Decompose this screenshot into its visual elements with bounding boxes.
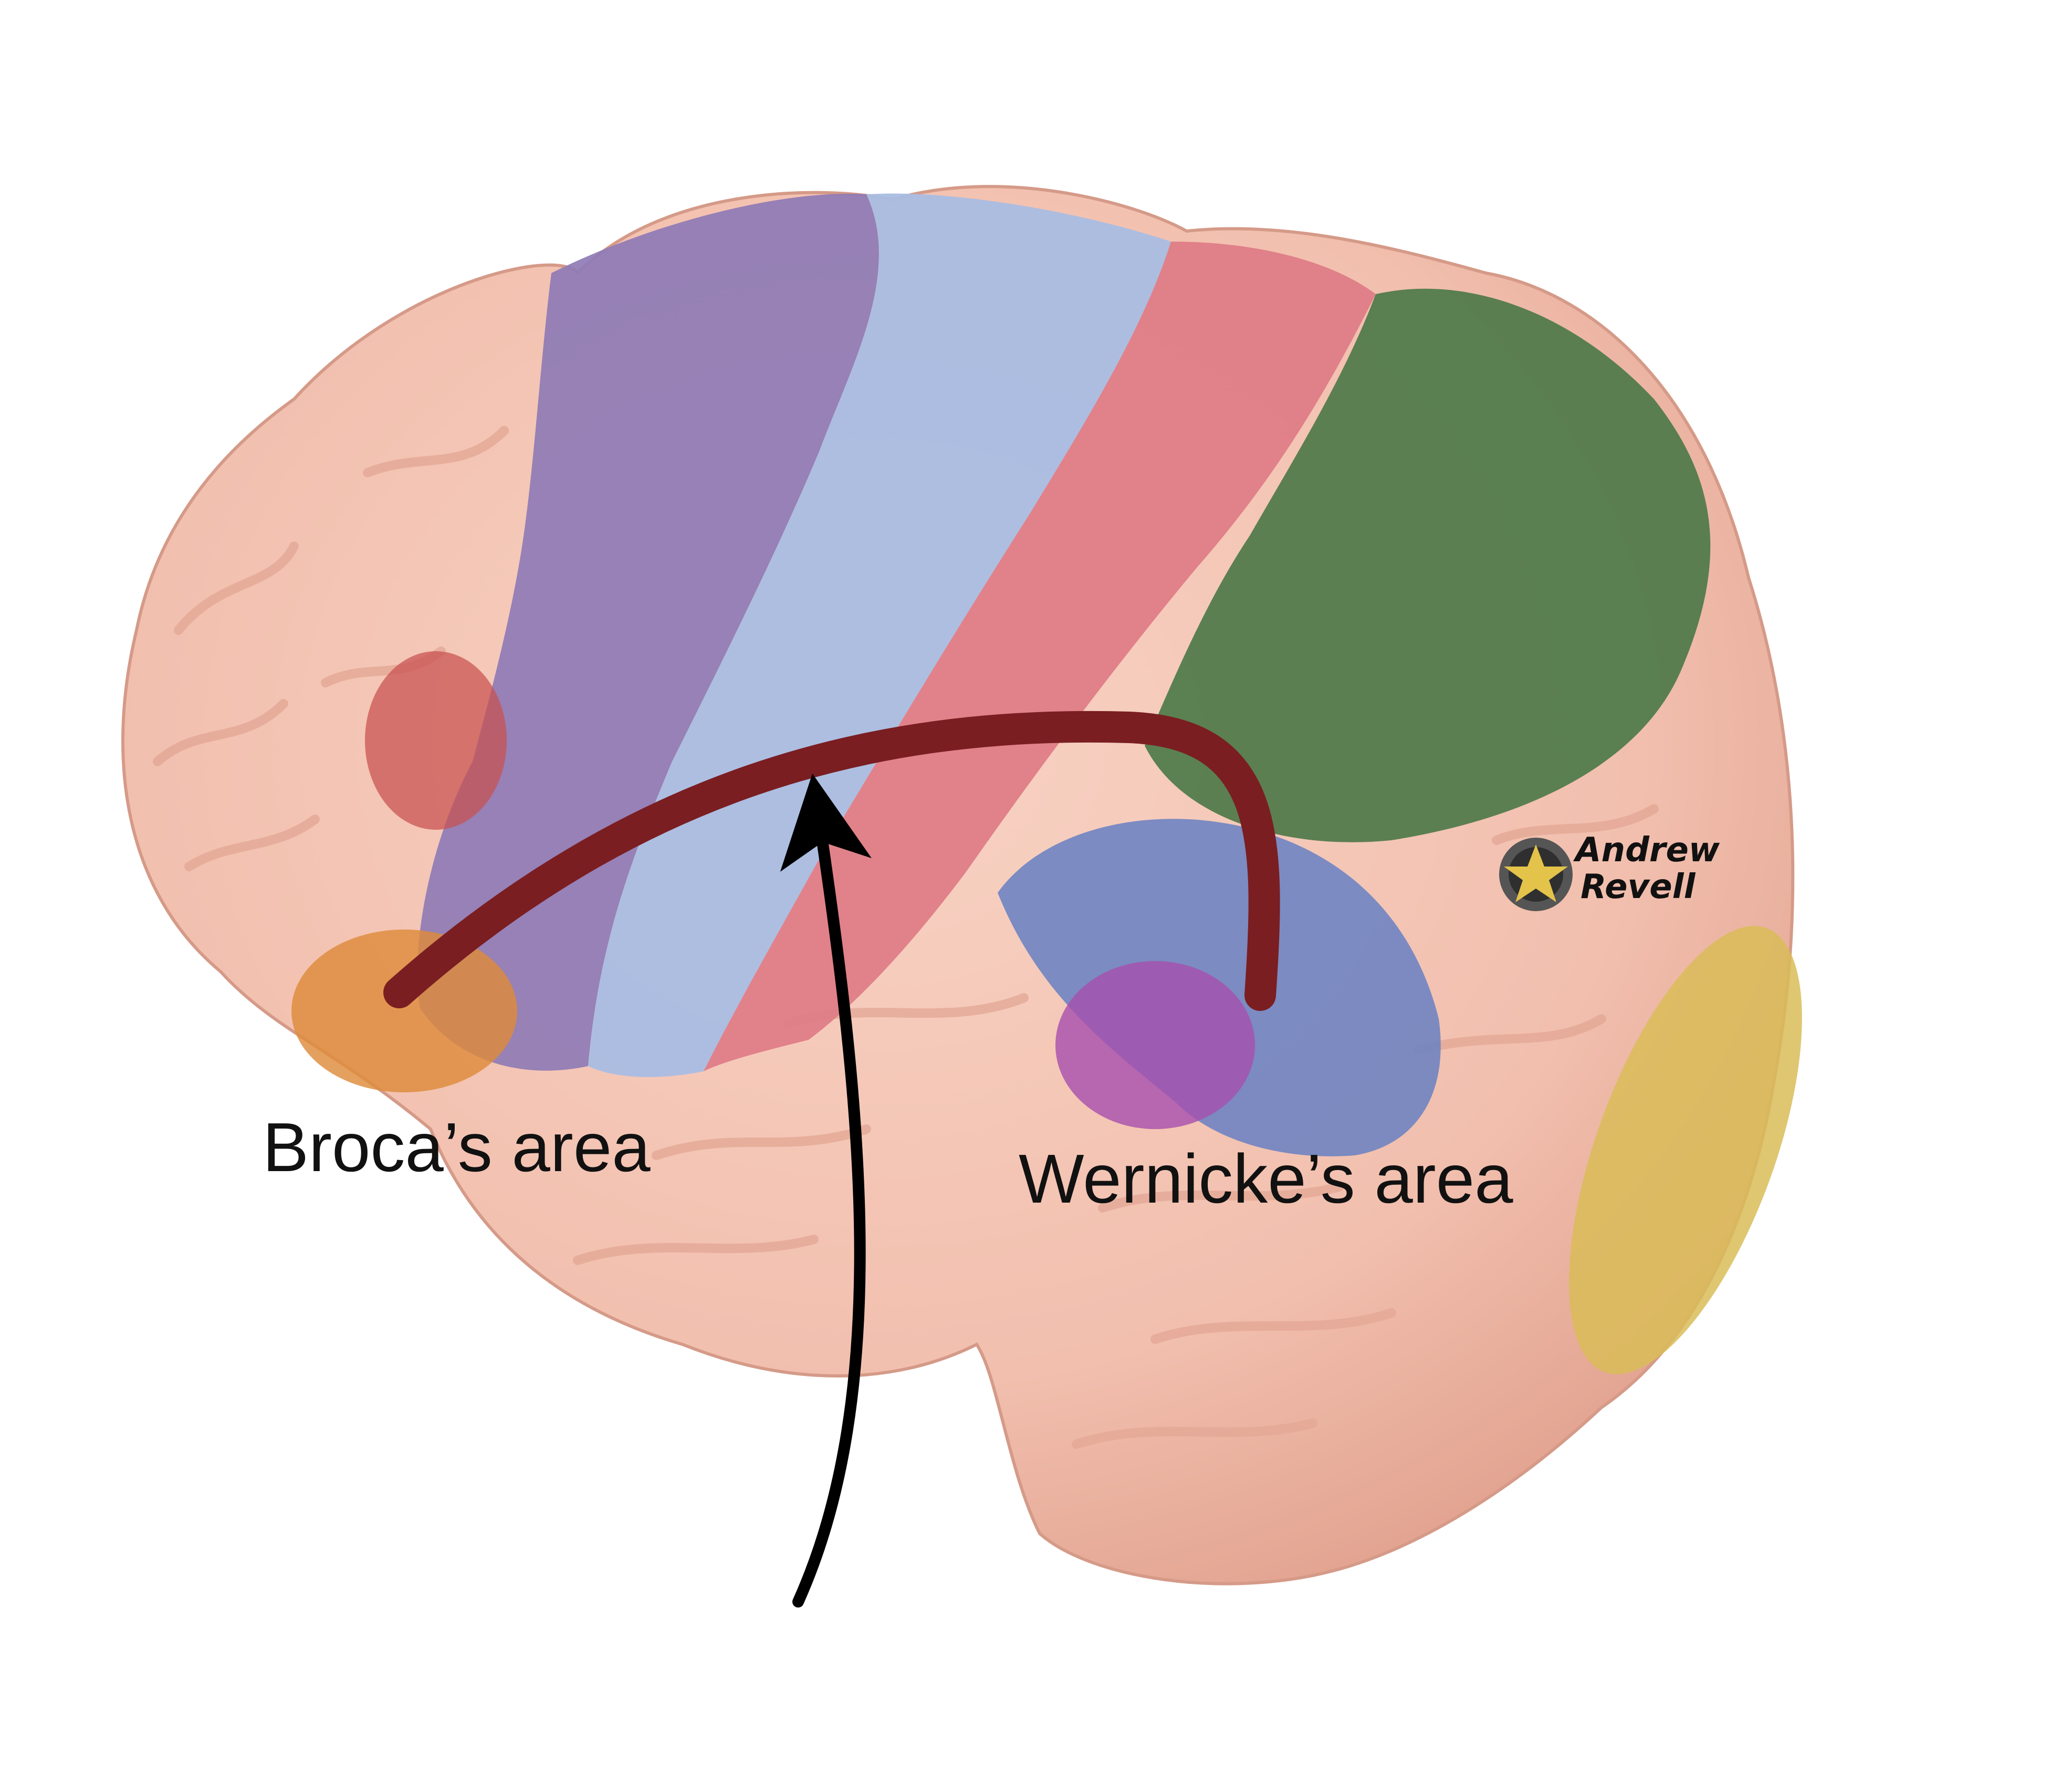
visual-region [1569,926,1802,1374]
gyri-texture [153,426,1659,1449]
input-arrow [780,773,872,1608]
parietal-region [1145,288,1711,842]
logo-line-1: Andrew [1573,831,1720,870]
logo-star-icon [1504,844,1568,902]
primary-motor-cortex [588,193,1171,1077]
somatosensory-cortex [704,242,1376,1071]
andrew-revell-logo: Andrew Revell [1499,831,1720,911]
broca-upper-spot [365,651,507,830]
premotor-region [417,193,879,1071]
wernicke-spot [1055,961,1255,1129]
arcuate-fasciculus [383,711,1280,1011]
broca-lower-spot [291,930,517,1092]
wernicke-label: Wernicke’s area [1019,1140,1513,1217]
logo-line-2: Revell [1581,868,1696,906]
broca-label: Broca’s area [263,1109,651,1186]
